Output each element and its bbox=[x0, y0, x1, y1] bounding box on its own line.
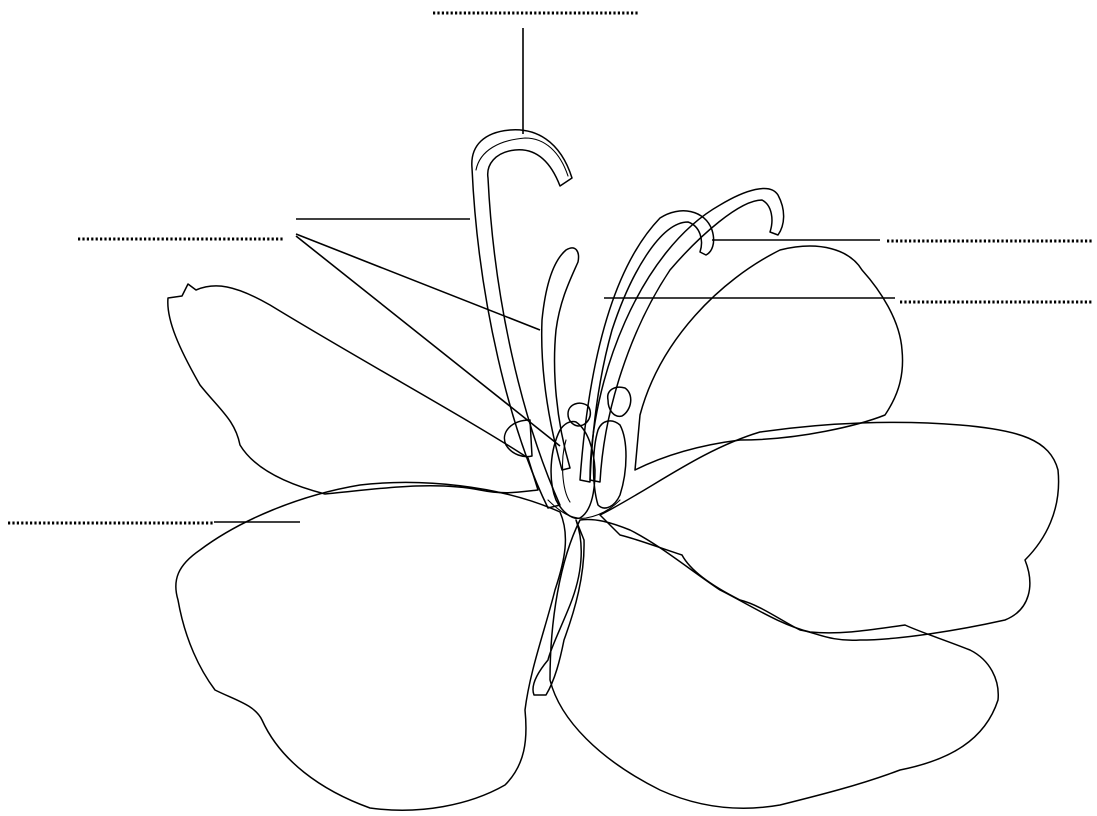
leader-left-upper-b bbox=[296, 234, 540, 330]
ovary bbox=[551, 421, 595, 518]
leader-lines bbox=[214, 28, 895, 522]
reproductive-parts bbox=[472, 130, 784, 519]
stigma-band bbox=[476, 138, 568, 176]
petal-upper-right bbox=[635, 246, 903, 470]
filament-right-inner bbox=[580, 211, 714, 482]
petal-right bbox=[600, 422, 1059, 640]
anther-base-right bbox=[594, 421, 627, 508]
filament-right-outer bbox=[590, 188, 784, 482]
leader-left-upper-c bbox=[296, 236, 560, 446]
anther-base-left bbox=[563, 440, 570, 502]
sepal-lower bbox=[533, 520, 584, 695]
petals bbox=[168, 246, 1059, 810]
petal-lower-right bbox=[550, 519, 998, 808]
petal-lower-left bbox=[176, 482, 566, 810]
anther-top-right bbox=[608, 387, 631, 416]
petal-upper-left bbox=[168, 284, 538, 494]
label-blanks bbox=[8, 13, 1093, 523]
